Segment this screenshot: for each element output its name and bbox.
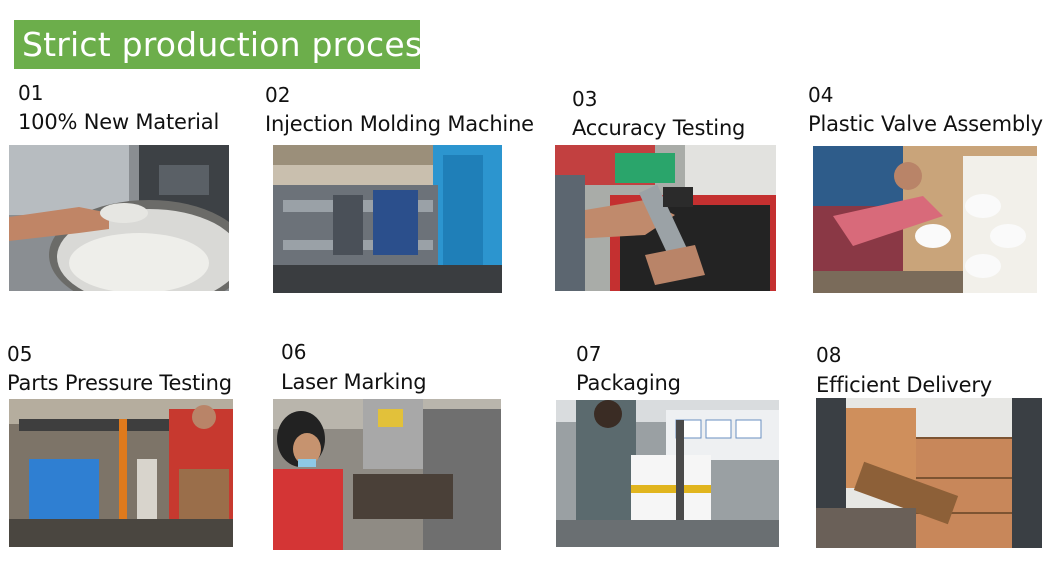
step-label: 100% New Material [18,110,220,134]
step-label: Accuracy Testing [572,116,746,140]
plastic-pellets-photo [9,145,229,291]
step-number: 08 [816,343,842,367]
step-label: Plastic Valve Assembly [808,112,1043,136]
packaging-photo [556,400,779,547]
step-label: Laser Marking [281,370,427,394]
container-loading-photo [816,398,1042,548]
step-number: 06 [281,340,307,364]
step-label: Parts Pressure Testing [7,371,232,395]
pressure-test-photo [9,399,233,547]
step-label: Packaging [576,371,681,395]
valve-assembly-photo [813,146,1037,293]
step-number: 04 [808,83,834,107]
step-label: Injection Molding Machine [265,112,534,136]
step-label: Efficient Delivery [816,373,992,397]
step-number: 02 [265,83,291,107]
step-number: 01 [18,81,44,105]
page-title: Strict production process [14,20,440,69]
step-number: 03 [572,87,598,111]
injection-machine-photo [273,145,502,293]
step-number: 05 [7,342,33,366]
caliper-measuring-photo [555,145,776,291]
laser-marking-photo [273,399,501,550]
step-number: 07 [576,342,602,366]
